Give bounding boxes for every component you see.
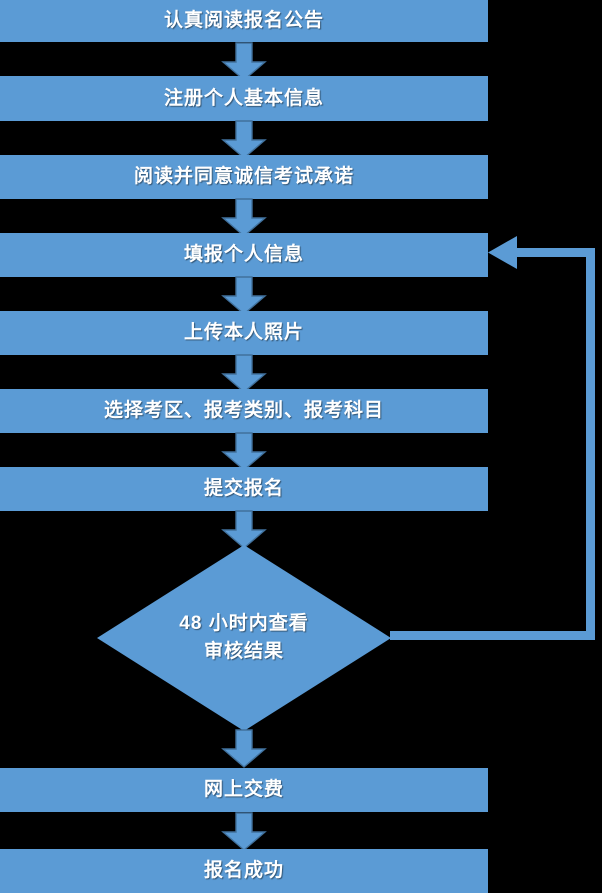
flow-node-label: 报名成功 xyxy=(203,860,284,882)
flow-node-n9[interactable]: 网上交费 xyxy=(0,768,488,812)
flow-node-label: 填报个人信息 xyxy=(183,244,304,266)
arrow-down-icon-5 xyxy=(221,354,267,393)
flow-node-label: 上传本人照片 xyxy=(183,322,304,344)
flow-node-n10[interactable]: 报名成功 xyxy=(0,849,488,893)
arrow-down-icon-4 xyxy=(221,276,267,315)
diamond-shape xyxy=(97,545,391,731)
arrow-left-icon xyxy=(488,236,517,269)
flow-node-n5[interactable]: 上传本人照片 xyxy=(0,311,488,355)
flow-node-label: 选择考区、报考类别、报考科目 xyxy=(103,400,384,422)
flow-node-label: 网上交费 xyxy=(203,779,284,801)
arrow-down-icon-7 xyxy=(221,510,267,549)
arrow-down-icon-6 xyxy=(221,432,267,471)
arrow-down-icon-9 xyxy=(221,812,267,851)
flow-node-n1[interactable]: 认真阅读报名公告 xyxy=(0,0,488,42)
arrow-down-icon-8 xyxy=(221,729,267,768)
flow-node-n3[interactable]: 阅读并同意诚信考试承诺 xyxy=(0,155,488,199)
arrow-down-icon-2 xyxy=(221,120,267,159)
feedback-loop-connector xyxy=(390,236,595,640)
flow-node-label: 阅读并同意诚信考试承诺 xyxy=(133,166,354,188)
flow-node-label: 提交报名 xyxy=(203,478,284,500)
flow-node-n2[interactable]: 注册个人基本信息 xyxy=(0,76,488,121)
flow-node-label: 48 小时内查看 审核结果 xyxy=(179,612,309,663)
arrow-down-icon-1 xyxy=(221,42,267,81)
flow-node-label: 注册个人基本信息 xyxy=(163,87,324,109)
flow-node-n6[interactable]: 选择考区、报考类别、报考科目 xyxy=(0,389,488,433)
flow-node-n4[interactable]: 填报个人信息 xyxy=(0,233,488,277)
flow-node-n7[interactable]: 提交报名 xyxy=(0,467,488,511)
arrow-down-icon-3 xyxy=(221,198,267,237)
flow-node-label: 认真阅读报名公告 xyxy=(163,10,324,32)
flow-node-n8[interactable]: 48 小时内查看 审核结果 xyxy=(97,545,391,731)
